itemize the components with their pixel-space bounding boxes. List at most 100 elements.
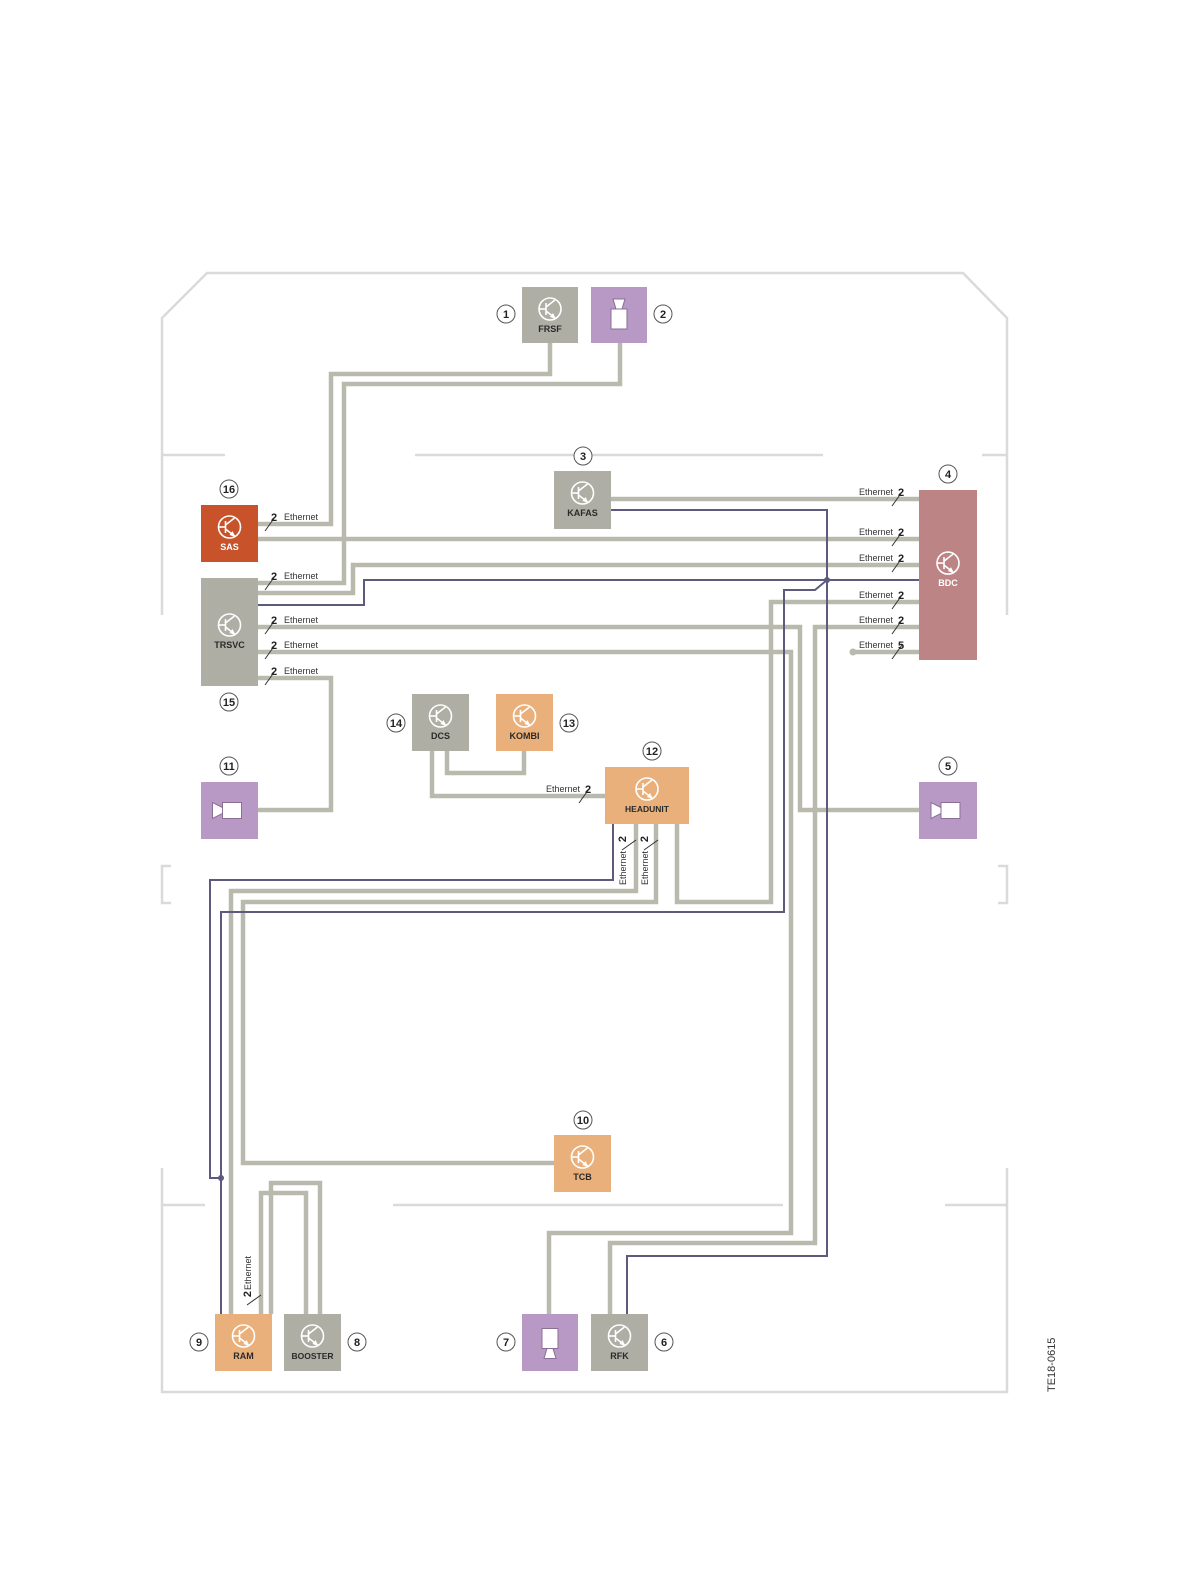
bus-label: Ethernet [284,640,319,650]
wire-count: 2 [271,640,277,652]
component-number: 13 [560,714,578,732]
ethernet-wire [258,343,550,524]
component-label: KAFAS [567,508,598,518]
svg-text:4: 4 [945,469,952,481]
component-c11: 11 [201,757,258,839]
svg-text:3: 3 [580,451,586,463]
ethernet-connector-label: 2 Ethernet [265,512,319,531]
svg-text:12: 12 [646,746,658,758]
wire-count: 2 [271,571,277,583]
bus-label: Ethernet [859,487,894,497]
component-label: RFK [610,1351,629,1361]
bus-label: Ethernet [243,1255,253,1290]
wire-count: 2 [639,836,651,842]
svg-text:2: 2 [660,309,666,321]
component-box [201,578,258,686]
ethernet-wire [610,627,919,1314]
bus-label: Ethernet [859,615,894,625]
vehicle-outline [162,273,1007,1392]
bus-label: Ethernet [284,512,319,522]
component-box [554,1135,611,1192]
svg-text:5: 5 [945,761,951,773]
component-number: 7 [497,1333,515,1351]
bus-label: Ethernet [546,784,581,794]
bus-label: Ethernet [618,850,628,885]
ethernet-connector-label: 5 Ethernet [859,640,904,659]
component-box [496,694,553,751]
component-box [919,490,977,660]
ethernet-connector-label: 2 Ethernet [859,590,904,609]
ethernet-connector-label: 2 Ethernet [859,487,904,506]
wire-count: 2 [898,527,904,539]
svg-text:16: 16 [223,484,235,496]
component-headunit: HEADUNIT 12 [605,742,689,824]
wire-count: 2 [898,590,904,602]
component-bdc: BDC 4 [919,465,977,660]
ethernet-wire [447,751,524,773]
bus-label: Ethernet [859,527,894,537]
camera-icon [931,803,960,819]
reference-code: TE18-0615 [1046,1338,1058,1392]
component-label: BOOSTER [291,1351,333,1361]
component-c7: 7 [497,1314,578,1371]
component-label: DCS [431,731,450,741]
bus-junction [824,577,830,583]
component-number: 12 [643,742,661,760]
bus-label: Ethernet [859,640,894,650]
component-number: 5 [939,757,957,775]
bus-label: Ethernet [859,553,894,563]
component-rfk: RFK 6 [591,1314,673,1371]
component-sas: SAS16 [201,480,258,562]
svg-text:9: 9 [196,1337,202,1349]
component-box [591,1314,648,1371]
component-label: TRSVC [214,640,245,650]
svg-text:15: 15 [223,697,235,709]
svg-text:14: 14 [390,718,403,730]
svg-text:11: 11 [223,761,235,773]
bus-wire [210,824,613,1178]
component-number: 8 [348,1333,366,1351]
wire-count: 2 [898,615,904,627]
component-number: 6 [655,1333,673,1351]
component-box [215,1314,272,1371]
wire-count: 2 [585,784,591,796]
ethernet-wire [258,627,919,810]
component-c2: 2 [591,287,672,343]
component-trsvc: TRSVC 15 [201,578,258,711]
component-number: 11 [220,757,238,775]
component-c5: 5 [919,757,977,839]
component-number: 4 [939,465,957,483]
component-box [412,694,469,751]
component-box [605,767,689,824]
component-number: 14 [387,714,405,732]
ethernet-connector-label: 2 Ethernet [859,615,904,634]
component-number: 2 [654,305,672,323]
svg-text:10: 10 [577,1115,589,1127]
component-kafas: KAFAS 3 [554,447,611,529]
svg-text:7: 7 [503,1337,509,1349]
component-label: BDC [938,578,958,588]
bus-label: Ethernet [859,590,894,600]
ethernet-wire [258,343,620,583]
wire-count: 2 [271,512,277,524]
ethernet-connector-label: 2 Ethernet [546,784,591,803]
component-number: 15 [220,693,238,711]
wire-count: 2 [271,615,277,627]
ethernet-wire [231,824,636,1314]
ethernet-wire [271,1183,320,1314]
component-label: HEADUNIT [625,804,670,814]
wire-count: 5 [898,640,904,652]
component-number: 16 [220,480,238,498]
svg-text:6: 6 [661,1337,667,1349]
ethernet-connector-label: 2Ethernet [617,836,636,885]
component-frsf: FRSF 1 [497,287,578,343]
svg-text:1: 1 [503,309,509,321]
wire-count: 2 [898,487,904,499]
wire-terminal [850,649,857,656]
bus-junction [218,1175,224,1181]
component-label: FRSF [538,324,562,334]
